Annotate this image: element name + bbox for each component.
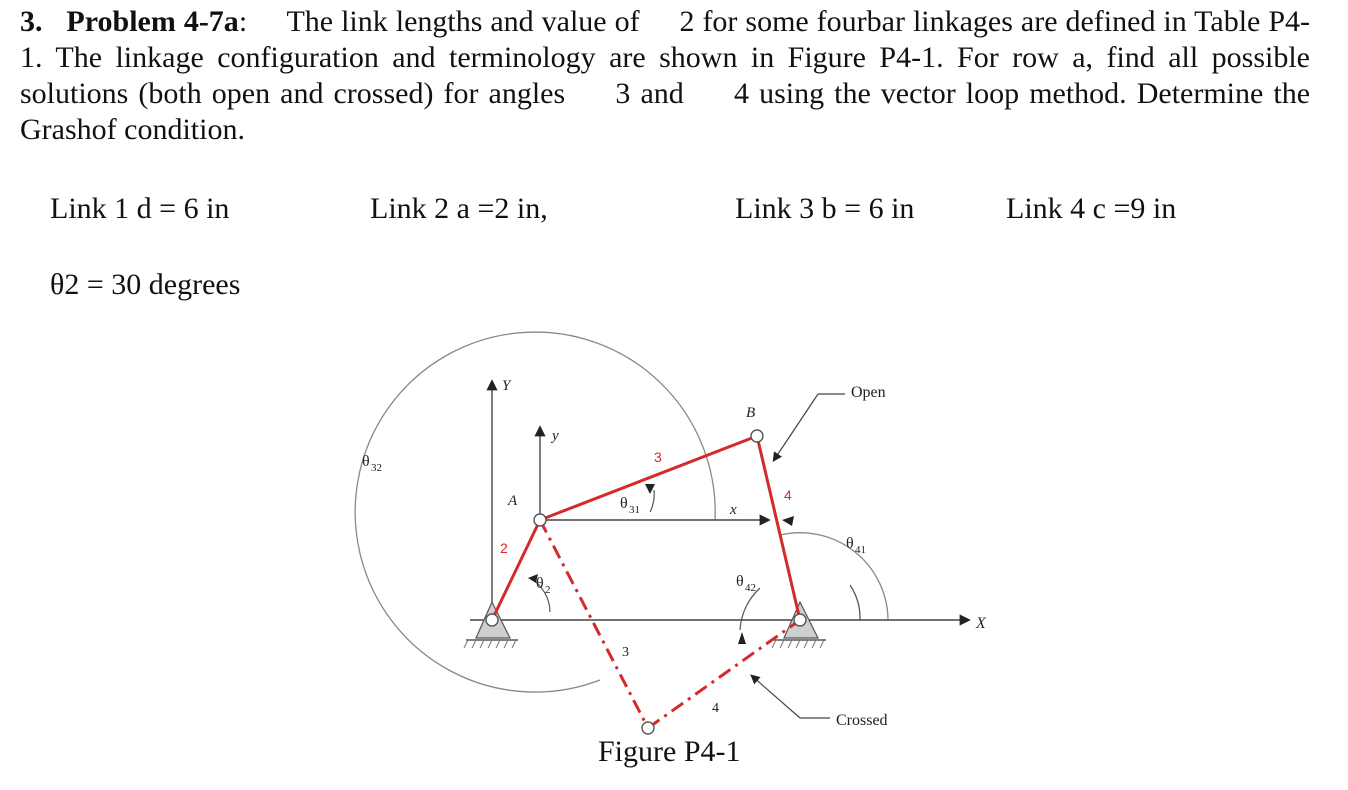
theta42-label: θ 42 xyxy=(736,573,756,594)
problem-text-2: for some fourbar linkages are defined in… xyxy=(20,5,1311,110)
problem-text-and: and xyxy=(640,77,684,110)
theta42-arrowhead xyxy=(738,632,746,644)
crossed-label: Crossed xyxy=(836,712,888,729)
link3-length: Link 3 b = 6 in xyxy=(735,192,915,225)
theta42-arc xyxy=(739,587,761,631)
link-4-open xyxy=(755,435,802,621)
svg-text:31: 31 xyxy=(629,504,640,516)
theta31-arrowhead xyxy=(645,484,655,494)
theta2-symbol: 2 xyxy=(679,5,695,38)
theta41-label: θ 41 xyxy=(846,535,866,556)
y-axis-label: y xyxy=(550,428,559,444)
svg-text:θ: θ xyxy=(362,453,370,470)
link2-length: Link 2 a =2 in, xyxy=(370,192,548,225)
svg-text:θ: θ xyxy=(736,573,744,590)
theta2-label: θ 2 xyxy=(536,575,551,596)
link-3-crossed xyxy=(538,519,650,729)
link-3-open-number: 3 xyxy=(654,449,662,465)
theta32-label: θ 32 xyxy=(362,453,382,474)
point-B-label: B xyxy=(746,405,755,421)
svg-text:2: 2 xyxy=(545,584,551,596)
pin-A xyxy=(533,513,547,527)
svg-text:θ: θ xyxy=(536,575,544,592)
link-3-crossed-number: 3 xyxy=(622,645,629,660)
link-4-open-number: 4 xyxy=(784,487,792,503)
svg-text:θ: θ xyxy=(846,535,854,552)
Y-axis-label: Y xyxy=(502,378,512,394)
link4-length: Link 4 c =9 in xyxy=(1006,192,1177,225)
theta32-construction-arc xyxy=(354,331,716,693)
crossed-leader-arrow xyxy=(750,674,801,719)
problem-statement: 3. Problem 4-7a: The link lengths and va… xyxy=(20,4,1310,148)
open-leader-arrow xyxy=(772,393,819,462)
link-3-open xyxy=(539,434,758,522)
problem-title: Problem 4-7a xyxy=(66,5,239,38)
pin-B-crossed xyxy=(641,721,655,735)
theta2-given: θ2 = 30 degrees xyxy=(50,268,241,301)
X-axis-label: X xyxy=(975,615,987,632)
link-2-number: 2 xyxy=(500,540,508,556)
problem-text-3: using the vector loop method. Determine … xyxy=(20,77,1311,146)
x-axis-label: x xyxy=(729,502,737,518)
theta31-arc xyxy=(649,489,655,513)
svg-text:32: 32 xyxy=(371,462,382,474)
theta41-arrowhead xyxy=(782,516,794,526)
svg-text:42: 42 xyxy=(745,582,756,594)
theta41-small-arc xyxy=(849,584,861,621)
pin-B-open xyxy=(750,429,764,443)
theta31-label: θ 31 xyxy=(620,495,640,516)
svg-text:41: 41 xyxy=(855,544,866,556)
problem-number: 3. xyxy=(20,5,43,38)
link1-length: Link 1 d = 6 in xyxy=(50,192,230,225)
problem-text-1: The link lengths and value of xyxy=(286,5,640,38)
point-A-label: A xyxy=(507,493,518,509)
link-2 xyxy=(490,519,542,621)
pin-O4 xyxy=(793,613,807,627)
open-label: Open xyxy=(851,384,886,401)
theta41-arc xyxy=(779,532,889,621)
pin-O2 xyxy=(485,613,499,627)
theta2-arrowhead xyxy=(528,574,538,583)
link-4-crossed-number: 4 xyxy=(712,701,719,716)
theta4-symbol: 4 xyxy=(734,77,750,110)
problem-title-colon: : xyxy=(238,5,248,38)
theta3-symbol: 3 xyxy=(615,77,631,110)
link-4-crossed xyxy=(647,618,801,730)
figure-caption: Figure P4-1 xyxy=(598,735,741,768)
svg-text:θ: θ xyxy=(620,495,628,512)
